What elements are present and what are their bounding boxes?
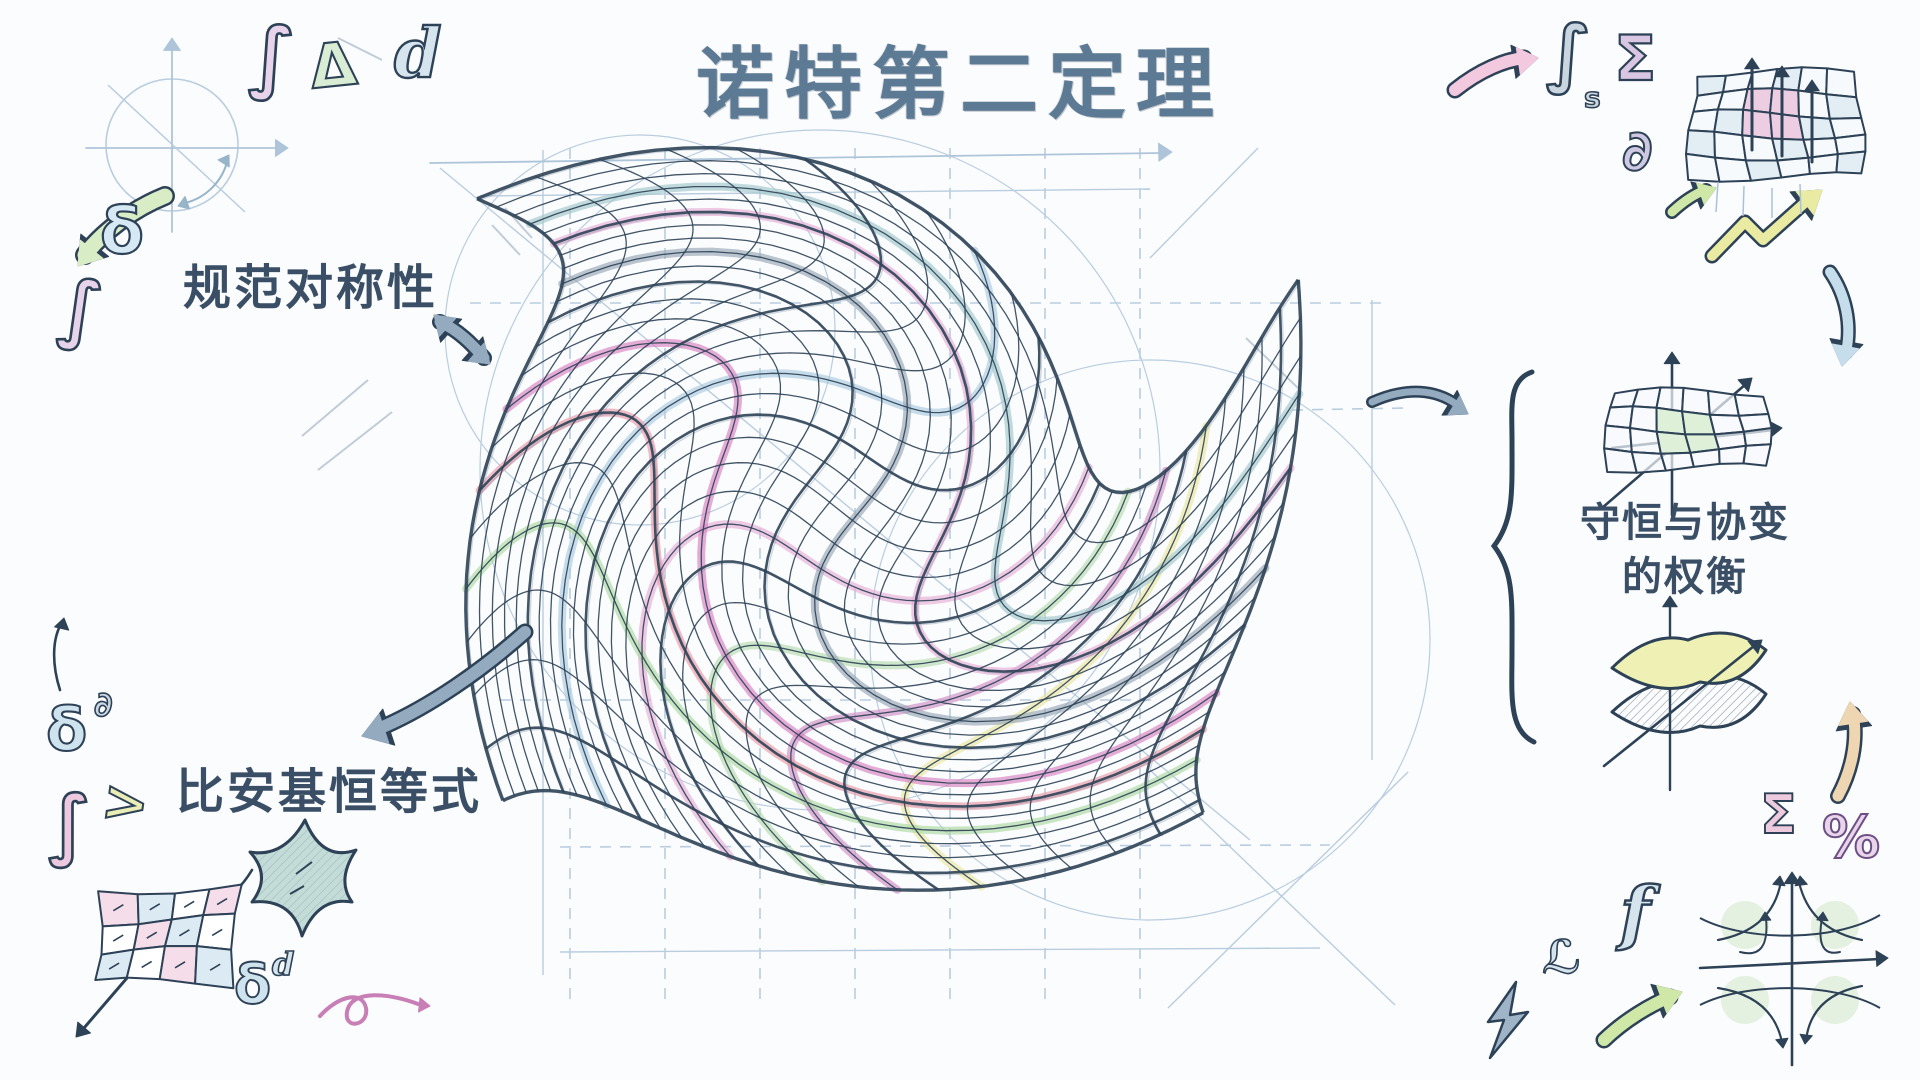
function-f-icon: f <box>1619 871 1652 954</box>
arrow-mesh-to-brace <box>1366 385 1469 416</box>
doodle-icons <box>52 44 1889 1067</box>
integral-icon-top-left: ∫ <box>247 12 297 102</box>
pink-curved-arrow-top-right <box>1446 44 1539 99</box>
green-curved-arrow-mid-right <box>1665 181 1717 219</box>
curly-brace <box>1490 369 1537 745</box>
pink-squiggle-arrow <box>318 993 431 1026</box>
delta-variation-icon: δ <box>45 695 88 765</box>
surface-integral-sub-icon: s <box>1583 81 1601 114</box>
tradeoff-line1: 守恒与协变 <box>1580 501 1790 545</box>
d-superscript-icon: d <box>271 945 295 983</box>
delta-d-icon: δ <box>233 953 272 1016</box>
surface-with-axes-icon <box>1600 351 1783 517</box>
surface-integral-icon: ∫ <box>1545 10 1593 96</box>
flux-mesh-icon <box>1685 57 1867 218</box>
spacetime-mesh <box>462 145 1304 894</box>
integral-icon-left: ∫ <box>54 263 108 355</box>
double-sheet-icon <box>1602 595 1768 792</box>
sigma-icon-top-right: Σ <box>1613 22 1658 95</box>
percent-icon: % <box>1821 803 1881 871</box>
small-warped-sheet-icon <box>94 883 243 990</box>
differential-d-icon: d <box>393 14 443 94</box>
phase-portrait-icon <box>1698 871 1889 1067</box>
sigma-icon-bottom-right: Σ <box>1759 783 1798 846</box>
thick-arrow-to-bianchi <box>361 623 534 746</box>
label-gauge-symmetry: 规范对称性 <box>183 262 439 315</box>
partial-icon-top-right: ∂ <box>1621 119 1654 184</box>
delta-icon-upper-left: δ <box>99 195 145 269</box>
integral-icon-lower-left: ∫ <box>42 776 97 871</box>
delta-triangle-icon: Δ <box>305 28 361 105</box>
label-conservation-covariance-tradeoff: 守恒与协变 的权衡 <box>1560 496 1810 604</box>
mesh-grid-lines <box>464 145 1303 892</box>
greater-than-icon: > <box>97 767 155 840</box>
thin-up-arrow-left <box>52 617 70 692</box>
blue-curved-arrow-right <box>1822 264 1864 367</box>
page-title: 诺特第二定理 <box>695 40 1225 128</box>
label-bianchi-identity: 比安基恒等式 <box>176 766 483 819</box>
tradeoff-line2: 的权衡 <box>1622 555 1748 599</box>
crumpled-star-icon <box>248 818 358 938</box>
lightning-bolt-icon <box>1486 980 1530 1060</box>
double-headed-arrow-gauge <box>432 314 492 366</box>
lagrangian-icon: ℒ <box>1541 930 1582 984</box>
partial-superscript-icon: ∂ <box>93 685 113 725</box>
mesh-color-bands <box>462 182 1304 894</box>
green-curved-arrow-bottom-right <box>1595 983 1683 1049</box>
green-curved-arrow-top-left <box>75 186 175 267</box>
tan-curved-arrow-up <box>1830 701 1873 804</box>
yellow-zigzag-arrow <box>1704 189 1823 264</box>
